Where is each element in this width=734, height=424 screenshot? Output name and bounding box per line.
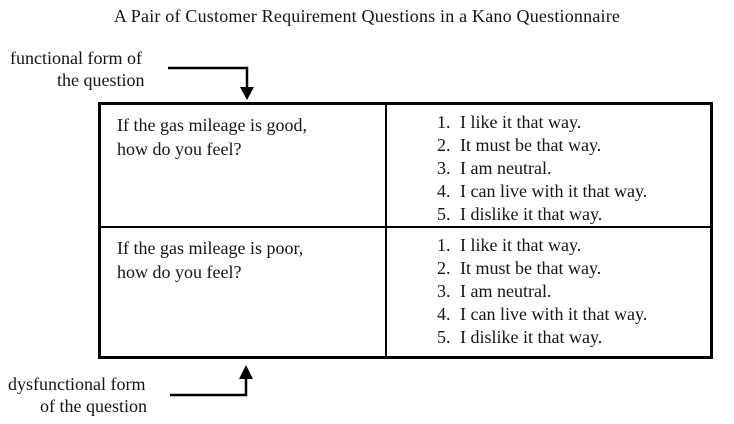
dysfunctional-question-cell: If the gas mileage is poor, how do you f… bbox=[101, 228, 387, 356]
option-text: It must be that way. bbox=[460, 258, 602, 278]
option-number: 3. bbox=[437, 281, 451, 301]
option-text: I can live with it that way. bbox=[460, 304, 648, 324]
option-item: 3. I am neutral. bbox=[437, 280, 706, 303]
dysfunctional-up-arrow bbox=[170, 365, 253, 397]
functional-form-label: functional form of the question bbox=[10, 47, 145, 91]
dysfunctional-question-line1: If the gas mileage is poor, bbox=[117, 238, 304, 258]
option-number: 3. bbox=[437, 158, 451, 178]
dysfunctional-options-cell: 1. I like it that way. 2. It must be that … bbox=[387, 228, 710, 356]
option-number: 2. bbox=[437, 258, 451, 278]
option-number: 1. bbox=[437, 235, 451, 255]
functional-form-label-line1: functional form of bbox=[10, 48, 142, 68]
option-text: It must be that way. bbox=[460, 135, 602, 155]
dysfunctional-options-list: 1. I like it that way. 2. It must be that … bbox=[437, 234, 706, 349]
functional-options-list: 1. I like it that way. 2. It must be that … bbox=[437, 111, 706, 226]
option-number: 4. bbox=[437, 181, 451, 201]
option-text: I am neutral. bbox=[460, 281, 552, 301]
option-item: 4. I can live with it that way. bbox=[437, 180, 706, 203]
option-item: 2. It must be that way. bbox=[437, 134, 706, 157]
option-text: I like it that way. bbox=[460, 112, 582, 132]
up-arrowhead-icon bbox=[239, 365, 253, 379]
option-text: I dislike it that way. bbox=[460, 327, 603, 347]
option-text: I am neutral. bbox=[460, 158, 552, 178]
option-item: 5. I dislike it that way. bbox=[437, 326, 706, 349]
option-number: 2. bbox=[437, 135, 451, 155]
option-item: 1. I like it that way. bbox=[437, 234, 706, 257]
option-number: 5. bbox=[437, 327, 451, 347]
option-item: 2. It must be that way. bbox=[437, 257, 706, 280]
option-item: 1. I like it that way. bbox=[437, 111, 706, 134]
dysfunctional-form-label: dysfunctional form of the question bbox=[8, 373, 147, 417]
functional-question-line2: how do you feel? bbox=[117, 139, 242, 159]
functional-question-cell: If the gas mileage is good, how do you f… bbox=[101, 105, 387, 228]
kano-question-table: If the gas mileage is good, how do you f… bbox=[98, 102, 713, 359]
option-item: 3. I am neutral. bbox=[437, 157, 706, 180]
option-number: 5. bbox=[437, 204, 451, 224]
dysfunctional-question-line2: how do you feel? bbox=[117, 262, 242, 282]
functional-options-cell: 1. I like it that way. 2. It must be that … bbox=[387, 105, 710, 228]
figure-title: A Pair of Customer Requirement Questions… bbox=[113, 6, 621, 26]
option-item: 5. I dislike it that way. bbox=[437, 203, 706, 226]
dysfunctional-form-label-line2: of the question bbox=[40, 396, 147, 416]
option-text: I dislike it that way. bbox=[460, 204, 603, 224]
dysfunctional-form-label-line1: dysfunctional form bbox=[8, 374, 146, 394]
option-text: I like it that way. bbox=[460, 235, 582, 255]
option-text: I can live with it that way. bbox=[460, 181, 648, 201]
option-number: 4. bbox=[437, 304, 451, 324]
option-number: 1. bbox=[437, 112, 451, 132]
functional-form-label-line2: the question bbox=[57, 70, 145, 90]
down-arrowhead-icon bbox=[240, 87, 254, 100]
functional-down-arrow bbox=[168, 66, 254, 100]
option-item: 4. I can live with it that way. bbox=[437, 303, 706, 326]
functional-question-line1: If the gas mileage is good, bbox=[117, 115, 307, 135]
